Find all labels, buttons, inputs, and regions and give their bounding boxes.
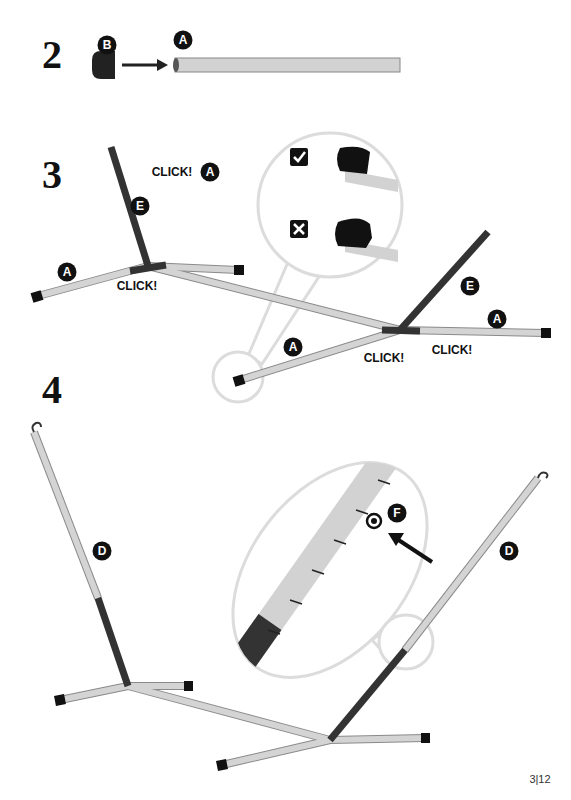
step3-frame-shape: [32, 270, 551, 382]
step2-parts-shape: [173, 58, 179, 72]
step3-frame-shape: [382, 330, 420, 331]
step4-frame-shape: [222, 740, 330, 765]
step3-magnifier-shape: [290, 148, 308, 166]
step4-frame-shape: [184, 681, 193, 691]
step4-frame-shape: [34, 432, 538, 765]
step4-frame-shape: [405, 478, 538, 650]
click-note: CLICK!: [115, 279, 160, 293]
step4-frame-shape: [222, 740, 330, 765]
step-number: 2: [42, 35, 62, 75]
part-letter: D: [500, 542, 519, 561]
step2-parts-shape: [175, 58, 400, 72]
step3-frame-shape: [130, 265, 166, 271]
part-letter: A: [201, 163, 220, 182]
step3-frame-shape: [234, 379, 244, 382]
step4-frame-shape: [34, 432, 538, 765]
step4-frame: [32, 423, 547, 766]
step4-frame-shape: [60, 686, 128, 700]
part-letter: B: [98, 36, 117, 55]
step4-frame-shape: [128, 686, 330, 740]
step-number: 4: [42, 370, 62, 410]
step4-frame-shape: [405, 478, 538, 650]
step4-frame-shape: [538, 473, 548, 478]
page-number: 3|12: [529, 773, 550, 785]
step4-magnifier-shape: [215, 622, 270, 700]
part-letter: A: [174, 31, 193, 50]
step3-magnifier-shape: [294, 224, 304, 234]
step4-frame-shape: [60, 686, 128, 700]
step3-frame-shape: [400, 330, 545, 333]
step4-magnifier-shape: [388, 533, 404, 546]
step2-parts-shape: [157, 59, 168, 71]
step4-frame-shape: [98, 598, 405, 740]
part-letter: E: [131, 197, 150, 216]
step4-frame-shape: [330, 738, 425, 740]
step4-magnifier-shape: [378, 480, 390, 484]
step4-frame-shape: [128, 686, 330, 740]
step3-magnifier-shape: [258, 133, 402, 277]
step4-magnifier-shape: [215, 410, 420, 700]
step4-magnifier-shape: [371, 518, 377, 524]
step4-frame-shape: [55, 686, 430, 766]
step3-magnifier-shape: [248, 262, 322, 364]
step3-frame: [32, 147, 551, 382]
step3-frame-shape: [111, 147, 488, 331]
click-note: CLICK!: [430, 343, 475, 357]
step3-frame-shape: [400, 330, 545, 333]
step4-frame-shape: [34, 432, 98, 598]
step3-frame-shape: [148, 266, 400, 330]
step-number: 3: [42, 155, 62, 195]
step4-magnifier-shape: [397, 539, 432, 562]
step4-frame-shape: [32, 423, 41, 432]
part-letter: E: [461, 277, 480, 296]
step3-frame-shape: [32, 295, 42, 298]
step4-frame-shape: [98, 598, 128, 686]
step4-frame-shape: [217, 764, 227, 766]
step4-magnifier-shape: [312, 570, 324, 574]
step3-magnifier-shape: [337, 147, 370, 174]
step3-magnifier-shape: [290, 220, 308, 238]
step4-frame-shape: [34, 432, 98, 598]
step3-frame-shape: [38, 266, 545, 380]
step3-frame-shape: [38, 266, 545, 380]
step4-frame-shape: [330, 738, 425, 740]
step3-magnifier-shape: [335, 218, 372, 248]
step4-frame-shape: [330, 650, 405, 740]
step3-magnifier-shape: [294, 152, 305, 161]
part-letter: D: [93, 542, 112, 561]
step4-magnifier-shape: [334, 540, 346, 544]
step4-magnifier-shape: [367, 514, 381, 528]
step3-frame-shape: [234, 265, 244, 275]
step2-parts: [92, 51, 400, 79]
step4-magnifier: [193, 410, 466, 714]
step4-magnifier-shape: [290, 600, 302, 604]
step3-frame-shape: [400, 232, 488, 330]
step4-frame-shape: [55, 699, 65, 701]
step4-frame-shape: [421, 733, 430, 743]
part-letter: F: [388, 504, 407, 523]
step2-parts-shape: [122, 64, 158, 67]
part-letter: A: [284, 338, 303, 357]
click-note: CLICK!: [362, 351, 407, 365]
step4-magnifier-shape: [215, 410, 420, 700]
step4-magnifier-shape: [193, 426, 466, 714]
step4-magnifier-shape: [268, 480, 390, 634]
step4-magnifier-shape: [356, 510, 368, 514]
step3-magnifier-shape: [345, 170, 398, 192]
part-letter: A: [58, 263, 77, 282]
step2-parts-shape: [92, 51, 115, 79]
step3-frame-shape: [148, 266, 400, 330]
part-letter: A: [488, 310, 507, 329]
step3-frame-shape: [541, 328, 551, 338]
click-note: CLICK!: [150, 165, 195, 179]
step4-magnifier-shape: [268, 630, 280, 634]
